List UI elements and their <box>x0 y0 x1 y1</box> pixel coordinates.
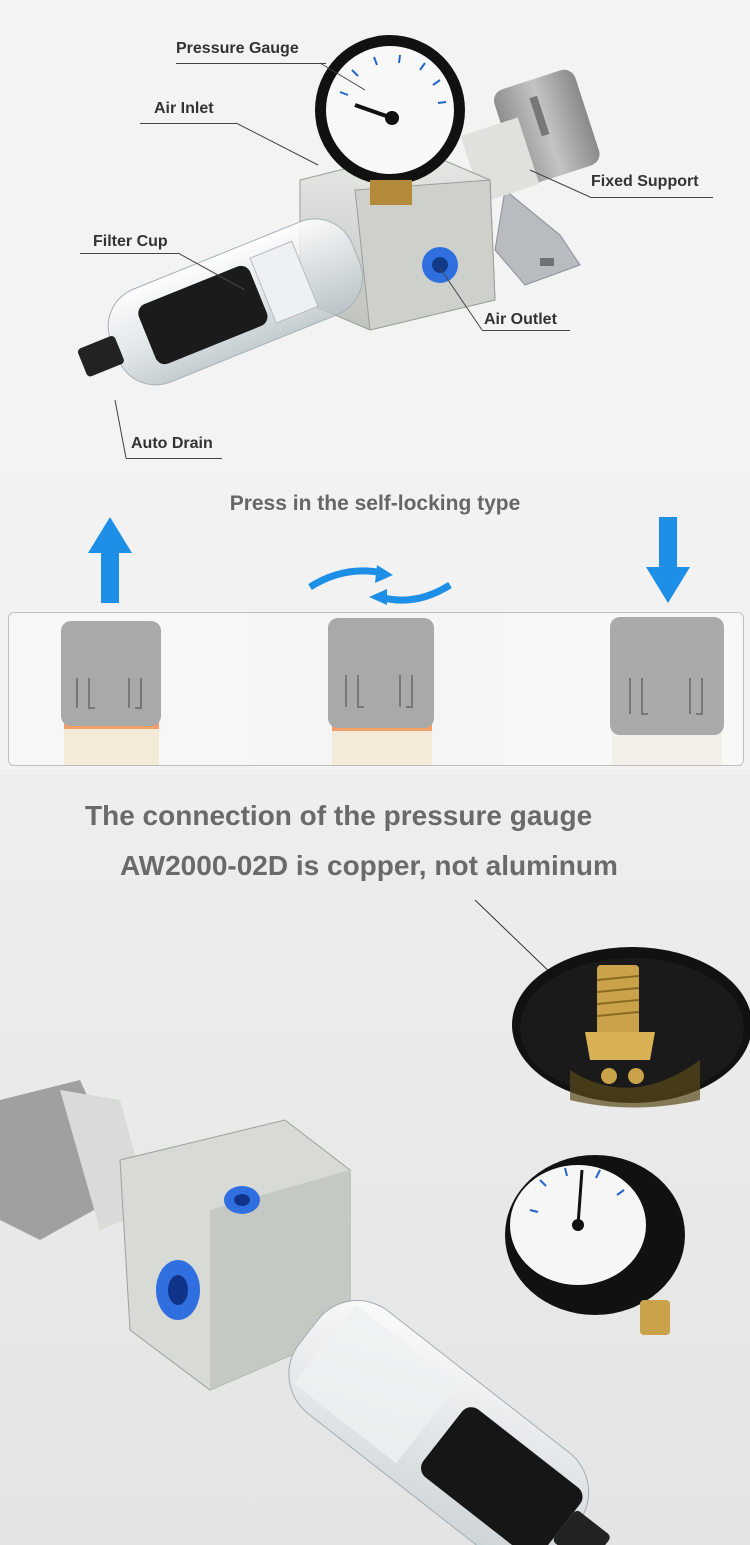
label-pressure-gauge: Pressure Gauge <box>176 40 299 57</box>
knob-state-down <box>504 613 743 765</box>
copper-fitting-closeup <box>474 899 750 1108</box>
label-fixed-support: Fixed Support <box>591 173 699 190</box>
connection-title-line1: The connection of the pressure gauge <box>85 800 593 831</box>
label-filter-cup: Filter Cup <box>93 233 168 250</box>
knob-states-strip <box>8 612 744 766</box>
arrow-down-icon <box>646 517 690 603</box>
label-air-outlet: Air Outlet <box>484 311 557 328</box>
knob-state-rotate <box>254 613 504 765</box>
arrow-up-icon <box>88 517 132 603</box>
self-locking-section: Press in the self-locking type <box>0 470 750 770</box>
leader-line-fixed-support <box>590 197 713 198</box>
product-angled-photo <box>0 1080 685 1545</box>
rotate-arrows-icon <box>308 565 452 605</box>
product-diagram-section: Pressure Gauge Air Inlet Fixed Support F… <box>0 0 750 470</box>
connection-title-line2: AW2000-02D is copper, not aluminum <box>120 850 618 881</box>
leader-line-air-inlet <box>140 123 236 124</box>
knob-state-up <box>9 613 254 765</box>
copper-connection-section: The connection of the pressure gauge AW2… <box>0 770 750 1545</box>
press-section-title: Press in the self-locking type <box>229 492 521 515</box>
leader-line-pressure-gauge <box>176 63 326 64</box>
label-air-inlet: Air Inlet <box>154 100 214 117</box>
leader-line-auto-drain <box>126 458 222 459</box>
leader-line-air-outlet <box>482 330 570 331</box>
label-auto-drain: Auto Drain <box>131 435 213 452</box>
leader-line-filter-cup <box>80 253 178 254</box>
